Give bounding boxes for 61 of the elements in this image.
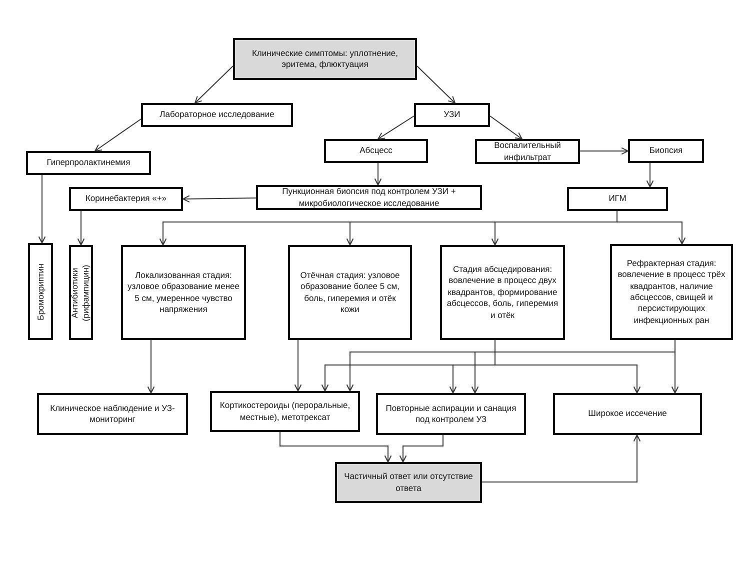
box-text: Повторные аспирации и санация под контролем УЗ: [384, 402, 518, 426]
arrow: [77, 210, 85, 246]
box-text: Биопсия: [649, 145, 683, 157]
process-box: [69, 245, 93, 340]
process-box: [69, 187, 183, 211]
box-text: Бромокриптин: [34, 262, 46, 322]
box-text: ИГМ: [608, 193, 626, 205]
box-text: Абсцесс: [360, 145, 392, 157]
arrow: [194, 66, 234, 104]
arrow: [494, 340, 641, 394]
box-text: Пункционная биопсия под контролем УЗИ + микробиологическое исследование: [281, 186, 457, 209]
process-box: [324, 139, 428, 163]
box-text: Клиническое наблюдение и УЗ-мониторинг: [49, 402, 176, 426]
box-text: Стадия абсцедирования: вовлечение в процесс двух квадрантов, формирование абсцессов, боль, гиперемия и отёк: [446, 264, 559, 322]
arrow: [374, 162, 382, 186]
process-box: [37, 393, 188, 435]
box-text: Отёчная стадия: узловое образование более 5 см, боль, гиперемия и отёк кожи: [299, 270, 401, 316]
box-text: Воспалительный инфильтрат: [493, 140, 562, 163]
arrow: [280, 432, 392, 462]
arrow: [671, 340, 679, 394]
box-text: Лабораторное исследование: [160, 109, 274, 121]
process-box: [628, 139, 704, 163]
process-box: [475, 139, 580, 164]
process-box: [610, 244, 733, 340]
box-text: Частичный ответ или отсутствие ответа: [343, 471, 474, 494]
process-box: [256, 185, 482, 210]
arrow: [580, 147, 628, 155]
arrow: [378, 116, 414, 140]
box-text: Гиперпролактинемия: [46, 157, 130, 169]
box-text: Антибиотики (рифампицин): [70, 263, 92, 323]
arrow: [182, 195, 256, 203]
arrow: [399, 434, 444, 462]
box-text: Клинические симптомы: уплотнение, эритема, флюктуация: [250, 48, 399, 70]
process-box: [376, 393, 526, 435]
process-box: [567, 187, 668, 211]
box-text: Локализованная стадия: узловое образование менее 5 см, умеренное чувство напряжения: [127, 270, 240, 316]
process-box: [440, 245, 565, 340]
process-box: [233, 38, 417, 80]
arrow: [38, 174, 46, 244]
process-box: [553, 393, 702, 435]
process-box: [414, 103, 490, 127]
arrow: [416, 66, 456, 104]
box-text: Рефрактерная стадия: вовлечение в процесс трёх квадрантов, наличие абсцессов, свищей и персистирующих инфекционных ран: [616, 258, 726, 326]
box-text: Кортикостероиды (пероральные, местные), метотрексат: [218, 400, 352, 423]
process-box: [141, 103, 293, 127]
process-box: [26, 151, 151, 175]
arrow: [147, 340, 155, 394]
box-text: Широкое иссечение: [588, 408, 667, 420]
arrow: [616, 210, 686, 244]
process-box: [210, 391, 360, 432]
arrow: [294, 340, 302, 392]
process-box: [121, 245, 246, 340]
arrow: [646, 162, 654, 188]
arrow: [490, 116, 522, 140]
process-box: [288, 245, 412, 340]
process-box: [335, 462, 482, 503]
box-text: Коринебактерия «+»: [85, 193, 167, 205]
process-box: [28, 243, 53, 340]
arrow: [482, 434, 641, 482]
arrow: [94, 118, 142, 152]
box-text: УЗИ: [444, 109, 460, 121]
